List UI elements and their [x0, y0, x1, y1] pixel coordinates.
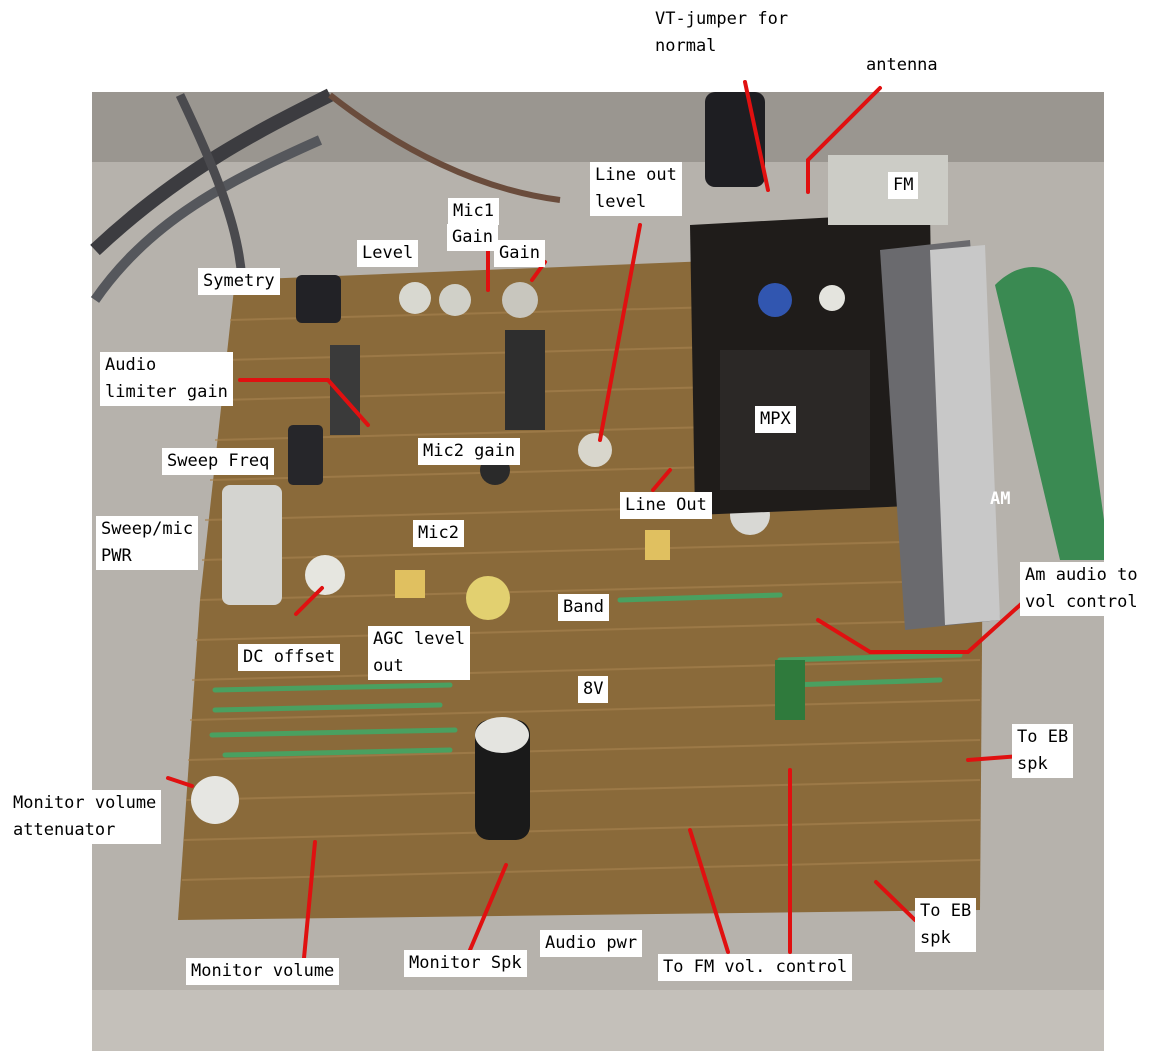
label-line-out: Line Out: [620, 492, 712, 519]
mpx-trimmer: [819, 285, 845, 311]
trimmer-level: [399, 282, 431, 314]
label-8v: 8V: [578, 676, 609, 703]
label-sweep-freq: Sweep Freq: [162, 448, 275, 475]
attenuator-knob: [191, 776, 239, 824]
cable-4: [328, 92, 561, 203]
sweep-mic-pwr-switch: [222, 485, 282, 605]
green-wires: [209, 592, 963, 758]
green-inductor: [775, 660, 805, 720]
label-audio-limiter-gain: Audio limiter gain: [100, 352, 233, 406]
yellow-capacitor-2: [395, 570, 425, 598]
label-sweep-mic-pwr: Sweep/mic PWR: [96, 516, 199, 570]
cable-2: [90, 135, 323, 303]
line-out-trimmer: [578, 433, 612, 467]
concrete-shadow-top: [92, 92, 1104, 162]
strip-texture: [181, 299, 981, 881]
green-marker: [995, 266, 1104, 560]
label-antenna: antenna: [866, 55, 938, 75]
label-gain-right: Gain: [494, 240, 545, 267]
label-to-fm-vol-control: To FM vol. control: [658, 954, 853, 981]
cable-1: [90, 88, 334, 256]
label-mic2-gain: Mic2 gain: [418, 438, 521, 465]
dc-offset-trimmer: [305, 555, 345, 595]
label-level: Level: [357, 240, 419, 267]
trimmer-gain: [439, 284, 471, 316]
label-am: AM: [990, 489, 1011, 509]
yellow-capacitor-1: [645, 530, 670, 560]
label-dc-offset: DC offset: [238, 644, 341, 671]
leader-lines: [166, 80, 1032, 960]
label-agc-level-out: AGC level out: [368, 626, 471, 680]
label-vt-jumper: VT-jumper for normal: [655, 9, 789, 56]
trimmer-mic1-gain: [502, 282, 538, 318]
label-to-eb-spk-1: To EB spk: [1012, 724, 1074, 778]
main-filter-capacitor-top: [475, 717, 529, 753]
ic-socket-2: [505, 330, 545, 430]
concrete-shadow-bottom: [92, 990, 1104, 1051]
label-mpx: MPX: [755, 406, 796, 433]
mpx-capacitor-blue: [758, 283, 792, 317]
mic2-trimmer: [466, 576, 510, 620]
large-capacitor-top: [705, 92, 765, 187]
label-monitor-volume: Monitor volume: [186, 958, 340, 985]
label-mic2: Mic2: [413, 520, 464, 547]
label-audio-pwr: Audio pwr: [540, 930, 643, 957]
am-tuner-shield: [930, 245, 1000, 625]
label-gain-mid: Gain: [447, 224, 498, 251]
label-fm: FM: [888, 172, 919, 199]
trimmer-symetry: [296, 275, 341, 323]
label-monitor-volume-attenuator: Monitor volume attenuator: [8, 790, 162, 844]
label-to-eb-spk-2: To EB spk: [915, 898, 977, 952]
label-line-out-level: Line out level: [590, 162, 682, 216]
label-monitor-spk: Monitor Spk: [404, 950, 527, 977]
label-am-audio-to-vol-control: Am audio to vol control: [1020, 562, 1143, 616]
sweep-freq-trimmer: [288, 425, 323, 485]
label-mic1: Mic1: [448, 198, 499, 225]
label-band: Band: [558, 594, 609, 621]
label-symetry: Symetry: [198, 268, 280, 295]
